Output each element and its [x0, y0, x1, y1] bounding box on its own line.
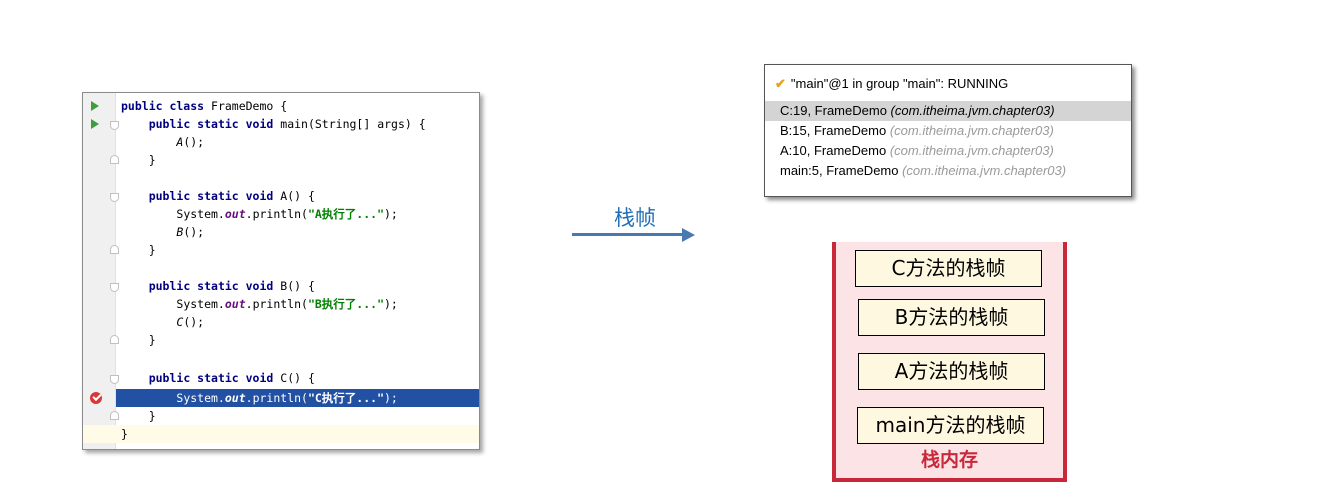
fold-icon[interactable]: [110, 411, 119, 420]
fold-icon[interactable]: [110, 193, 119, 202]
frame-package: (com.itheima.jvm.chapter03): [889, 143, 1054, 158]
stack-memory: C方法的栈帧 B方法的栈帧 A方法的栈帧 main方法的栈帧 栈内存: [832, 242, 1067, 482]
check-icon: ✔: [775, 76, 786, 91]
code-line[interactable]: public static void C() {: [148, 371, 315, 385]
fold-icon[interactable]: [110, 121, 119, 130]
fold-icon[interactable]: [110, 375, 119, 384]
code-line[interactable]: [83, 349, 479, 367]
run-icon[interactable]: [91, 119, 99, 129]
code-line[interactable]: public static void main(String[] args) {: [148, 117, 426, 131]
stack-frame-b: B方法的栈帧: [858, 299, 1045, 336]
stack-frame-main: main方法的栈帧: [857, 407, 1044, 444]
frame-row[interactable]: A:10, FrameDemo (com.itheima.jvm.chapter…: [765, 141, 1131, 161]
fold-icon[interactable]: [110, 283, 119, 292]
thread-selector[interactable]: ✔ "main"@1 in group "main": RUNNING: [765, 65, 1131, 99]
code-line[interactable]: }: [148, 153, 156, 167]
code-line[interactable]: C();: [176, 315, 205, 329]
fold-icon[interactable]: [110, 245, 119, 254]
fold-icon[interactable]: [110, 155, 119, 164]
code-line[interactable]: }: [83, 425, 479, 443]
frame-location: main:5, FrameDemo: [780, 163, 903, 178]
run-icon[interactable]: [91, 101, 99, 111]
debugger-frames-panel: ✔ "main"@1 in group "main": RUNNING C:19,…: [764, 64, 1132, 197]
code-line[interactable]: public class FrameDemo {: [121, 99, 288, 113]
code-line[interactable]: [83, 259, 479, 277]
editor-gutter: [83, 93, 116, 449]
code-line-highlighted[interactable]: System.out.println("C执行了...");: [116, 389, 479, 407]
code-line[interactable]: System.out.println("A执行了...");: [176, 207, 398, 221]
frame-package: (com.itheima.jvm.chapter03): [889, 123, 1054, 138]
frame-package: (com.itheima.jvm.chapter03): [890, 103, 1055, 118]
frame-row-selected[interactable]: C:19, FrameDemo (com.itheima.jvm.chapter…: [765, 101, 1131, 121]
stack-frame-a: A方法的栈帧: [858, 353, 1045, 390]
frame-package: (com.itheima.jvm.chapter03): [902, 163, 1067, 178]
frame-location: A:10, FrameDemo: [780, 143, 890, 158]
arrow-head-icon: [682, 228, 695, 242]
frame-location: B:15, FrameDemo: [780, 123, 890, 138]
frame-location: C:19, FrameDemo: [780, 103, 891, 118]
code-line[interactable]: public static void A() {: [148, 189, 315, 203]
code-line[interactable]: }: [148, 243, 156, 257]
fold-icon[interactable]: [110, 335, 119, 344]
frame-row[interactable]: B:15, FrameDemo (com.itheima.jvm.chapter…: [765, 121, 1131, 141]
code-line[interactable]: }: [148, 333, 156, 347]
thread-label: "main"@1 in group "main": RUNNING: [790, 76, 1009, 91]
frame-row[interactable]: main:5, FrameDemo (com.itheima.jvm.chapt…: [765, 161, 1131, 181]
arrow-label: 栈帧: [614, 206, 656, 230]
breakpoint-icon[interactable]: [90, 392, 102, 404]
arrow-line: [572, 233, 684, 236]
code-line[interactable]: public static void B() {: [148, 279, 315, 293]
code-editor: public class FrameDemo { public static v…: [82, 92, 480, 450]
code-line[interactable]: B();: [176, 225, 205, 239]
code-line[interactable]: A();: [176, 135, 205, 149]
code-line[interactable]: }: [148, 409, 156, 423]
stack-frame-c: C方法的栈帧: [855, 250, 1042, 287]
code-line[interactable]: [83, 169, 479, 187]
stack-memory-label: 栈内存: [920, 449, 978, 471]
code-line[interactable]: System.out.println("B执行了...");: [176, 297, 398, 311]
